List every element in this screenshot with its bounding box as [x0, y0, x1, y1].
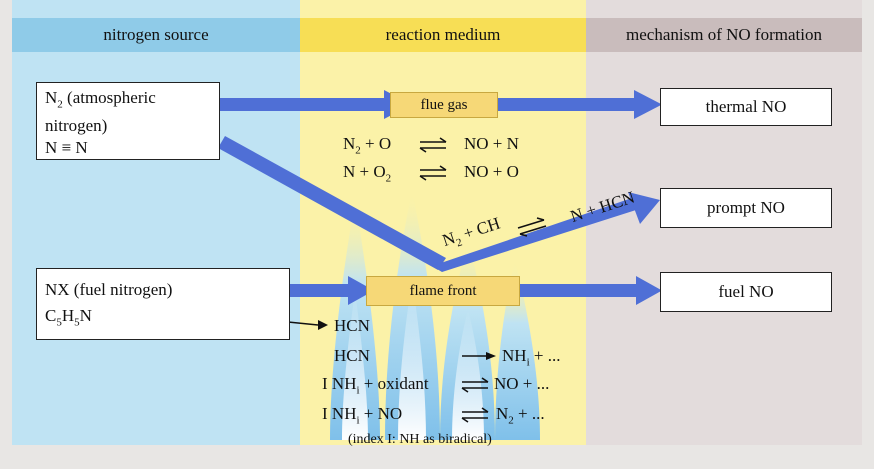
equilibrium-arrows [419, 137, 547, 423]
fuel-no-label: fuel NO [718, 282, 774, 301]
fuel-no-box: fuel NO [660, 272, 832, 312]
flue-gas-box: flue gas [390, 92, 498, 118]
fuel-nitrogen-title: NX (fuel nitrogen) [45, 280, 173, 299]
fuel-nitrogen-formula: C5H5N [45, 306, 92, 329]
reaction-fuel-2-left: HCN [334, 346, 370, 365]
flame-front-box: flame front [366, 276, 520, 306]
flue-gas-label: flue gas [420, 96, 468, 113]
reaction-fuel-3-right: NO + ... [494, 374, 550, 393]
flame-front-label: flame front [409, 282, 477, 299]
prompt-no-box: prompt NO [660, 188, 832, 228]
atmospheric-nitrogen-title-2: nitrogen) [45, 116, 108, 136]
small-black-arrows [287, 320, 496, 360]
reaction-thermal-2-left: N + O2 [343, 162, 392, 185]
thermal-no-label: thermal NO [705, 97, 787, 116]
reaction-thermal-1-right: NO + N [464, 134, 519, 153]
reaction-fuel-3-left: I NHi + oxidant [322, 374, 429, 397]
reaction-fuel-4-right: N2 + ... [496, 404, 545, 427]
biradical-note: (index I: NH as biradical) [348, 432, 492, 447]
header-bar-middle: reaction medium [300, 18, 586, 52]
reaction-thermal-2-right: NO + O [464, 162, 519, 181]
nitrogen-source-band [12, 0, 300, 445]
header-mechanism: mechanism of NO formation [626, 25, 822, 44]
header-nitrogen-source: nitrogen source [103, 25, 209, 44]
prompt-no-label: prompt NO [707, 198, 785, 217]
header-reaction-medium: reaction medium [385, 25, 501, 44]
header-bar-left: nitrogen source [12, 18, 300, 52]
arrow-fuel-path [290, 276, 662, 305]
reaction-fuel-4-left: I NHi + NO [322, 404, 403, 427]
reaction-thermal-1-left: N2 + O [343, 134, 392, 157]
reaction-fuel-2-right: NHi + ... [502, 346, 561, 369]
reaction-fuel-1: HCN [334, 316, 370, 335]
fuel-nitrogen-box: NX (fuel nitrogen) C5H5N [36, 268, 290, 340]
atmospheric-nitrogen-box: N2 (atmospheric nitrogen) N ≡ N [36, 82, 220, 160]
thermal-no-box: thermal NO [660, 88, 832, 126]
atmospheric-nitrogen-title: N2 (atmospheric [45, 88, 156, 111]
atmospheric-nitrogen-formula: N ≡ N [45, 138, 88, 158]
header-bar-right: mechanism of NO formation [586, 18, 862, 52]
arrow-prompt-path [218, 136, 660, 272]
